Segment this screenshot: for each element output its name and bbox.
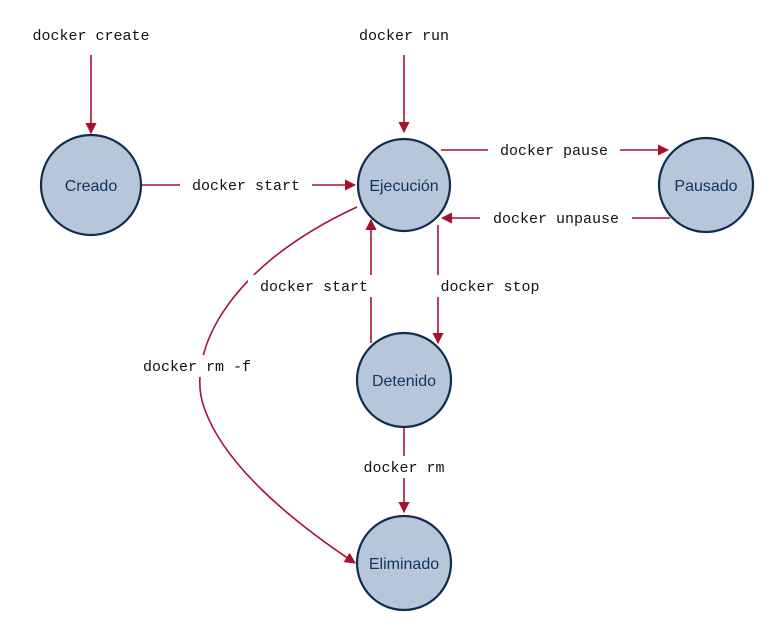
label-docker-rm: docker rm xyxy=(363,460,444,477)
label-docker-stop: docker stop xyxy=(440,279,539,296)
state-paused: Pausado xyxy=(657,136,755,234)
state-created: Creado xyxy=(39,133,143,237)
state-running-label: Ejecución xyxy=(369,178,438,195)
edge-rm-force xyxy=(199,206,358,564)
state-stopped: Detenido xyxy=(355,331,453,429)
label-docker-pause: docker pause xyxy=(500,143,608,160)
state-paused-label: Pausado xyxy=(674,178,737,195)
state-running: Ejecución xyxy=(356,137,452,233)
state-removed: Eliminado xyxy=(355,514,453,612)
state-created-label: Creado xyxy=(65,178,118,195)
label-docker-start-created: docker start xyxy=(192,178,300,195)
state-stopped-label: Detenido xyxy=(372,373,436,390)
label-docker-run: docker run xyxy=(359,28,449,45)
label-docker-unpause: docker unpause xyxy=(493,211,619,228)
label-docker-create: docker create xyxy=(32,28,149,45)
state-removed-label: Eliminado xyxy=(369,556,439,573)
label-docker-rm-force: docker rm -f xyxy=(143,359,251,376)
label-docker-start-stopped: docker start xyxy=(260,279,368,296)
